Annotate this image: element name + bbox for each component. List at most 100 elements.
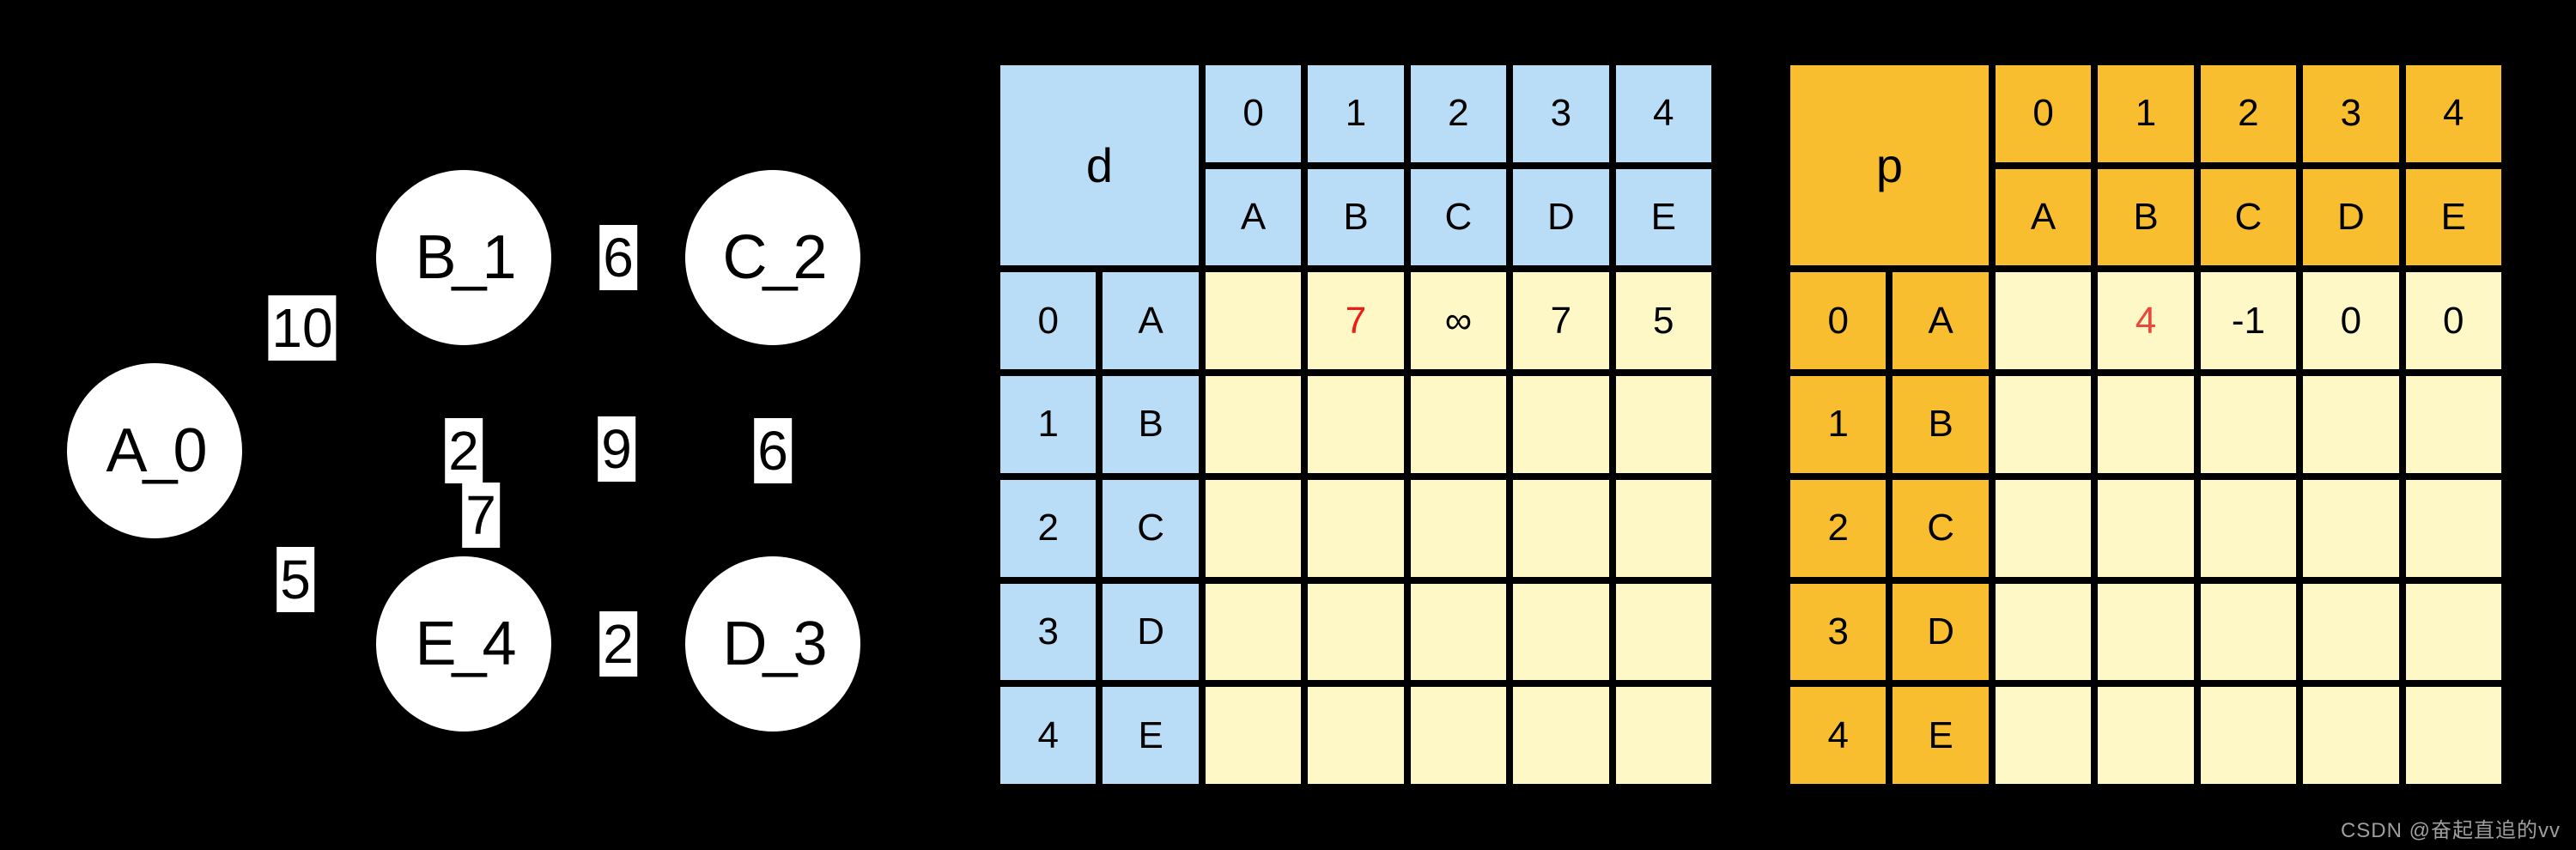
d-row-letter-header-a: A [1103,272,1199,370]
p-value-cell-r1-c3 [2303,376,2399,473]
p-row-letter-header-c: C [1893,479,1989,577]
d-col-index-header-3: 3 [1513,65,1609,162]
d-value-cell-r3-c2 [1410,583,1507,681]
d-value-cell-r2-c3 [1513,479,1609,577]
d-table-corner-label: d [1000,65,1199,266]
p-value-cell-r4-c3 [2303,687,2399,784]
d-value-cell-r4-c3 [1513,687,1609,784]
p-col-letter-header-b: B [2098,168,2194,266]
p-value-cell-r2-c1 [2098,479,2194,577]
watermark: CSDN @奋起直追的vv [2340,819,2561,842]
p-value-cell-r0-c0 [1995,272,2092,370]
p-row-index-header-2: 2 [1790,479,1886,577]
p-row-letter-header-d: D [1893,583,1989,681]
d-row-index-header-0: 0 [1000,272,1097,370]
p-row-index-header-0: 0 [1790,272,1886,370]
d-value-cell-r1-c4 [1615,376,1711,473]
d-row-index-header-2: 2 [1000,479,1097,577]
graph-node-e_4: E_4 [376,556,551,732]
d-col-letter-header-a: A [1205,168,1302,266]
d-value-cell-r4-c0 [1205,687,1302,784]
d-value-cell-r4-c2 [1410,687,1507,784]
p-row-letter-header-e: E [1893,687,1989,784]
d-row-index-header-3: 3 [1000,583,1097,681]
edge-weight-label: 9 [598,416,635,482]
d-value-cell-r1-c2 [1410,376,1507,473]
d-value-cell-r1-c1 [1308,376,1404,473]
p-col-index-header-3: 3 [2303,65,2399,162]
p-value-cell-r3-c0 [1995,583,2092,681]
p-value-cell-r2-c3 [2303,479,2399,577]
p-value-cell-r0-c2: -1 [2200,272,2297,370]
d-value-cell-r2-c4 [1615,479,1711,577]
d-row-index-header-1: 1 [1000,376,1097,473]
p-row-index-header-4: 4 [1790,687,1886,784]
d-col-index-header-4: 4 [1615,65,1711,162]
d-value-cell-r2-c1 [1308,479,1404,577]
p-col-index-header-1: 1 [2098,65,2194,162]
edge-weight-label: 2 [599,611,637,677]
p-col-letter-header-e: E [2405,168,2501,266]
d-value-cell-r3-c4 [1615,583,1711,681]
p-value-cell-r1-c1 [2098,376,2194,473]
d-value-cell-r2-c2 [1410,479,1507,577]
p-col-letter-header-a: A [1995,168,2092,266]
d-row-letter-header-d: D [1103,583,1199,681]
d-value-cell-r2-c0 [1205,479,1302,577]
p-value-cell-r0-c4: 0 [2405,272,2501,370]
p-value-cell-r1-c0 [1995,376,2092,473]
d-col-index-header-1: 1 [1308,65,1404,162]
d-value-cell-r1-c3 [1513,376,1609,473]
p-col-index-header-4: 4 [2405,65,2501,162]
d-value-cell-r0-c1: 7 [1308,272,1404,370]
edge-weight-label: 5 [276,547,314,612]
d-value-cell-r3-c3 [1513,583,1609,681]
p-value-cell-r2-c0 [1995,479,2092,577]
p-value-cell-r3-c3 [2303,583,2399,681]
p-value-cell-r2-c4 [2405,479,2501,577]
p-value-cell-r1-c4 [2405,376,2501,473]
edge-weight-label: 2 [445,418,483,483]
edge-weight-label: 6 [599,225,637,290]
graph-node-d_3: D_3 [685,556,860,732]
p-value-cell-r4-c0 [1995,687,2092,784]
p-col-letter-header-d: D [2303,168,2399,266]
d-value-cell-r4-c4 [1615,687,1711,784]
d-col-letter-header-d: D [1513,168,1609,266]
d-value-cell-r0-c2: ∞ [1410,272,1507,370]
d-col-letter-header-e: E [1615,168,1711,266]
p-value-cell-r4-c1 [2098,687,2194,784]
d-col-index-header-2: 2 [1410,65,1507,162]
p-col-index-header-2: 2 [2200,65,2297,162]
edge-weight-label: 6 [754,418,792,483]
d-row-letter-header-e: E [1103,687,1199,784]
p-row-letter-header-a: A [1893,272,1989,370]
d-col-letter-header-c: C [1410,168,1507,266]
p-row-index-header-1: 1 [1790,376,1886,473]
p-row-letter-header-b: B [1893,376,1989,473]
graph-node-b_1: B_1 [376,170,551,345]
graph-node-c_2: C_2 [685,170,860,345]
d-value-cell-r3-c1 [1308,583,1404,681]
d-row-letter-header-c: C [1103,479,1199,577]
d-value-cell-r4-c1 [1308,687,1404,784]
p-value-cell-r3-c2 [2200,583,2297,681]
p-value-cell-r3-c4 [2405,583,2501,681]
p-value-cell-r3-c1 [2098,583,2194,681]
p-col-letter-header-c: C [2200,168,2297,266]
d-value-cell-r3-c0 [1205,583,1302,681]
d-value-cell-r0-c4: 5 [1615,272,1711,370]
p-value-cell-r0-c3: 0 [2303,272,2399,370]
p-value-cell-r1-c2 [2200,376,2297,473]
d-row-letter-header-b: B [1103,376,1199,473]
p-value-cell-r2-c2 [2200,479,2297,577]
p-row-index-header-3: 3 [1790,583,1886,681]
edge-weight-label: 10 [268,295,337,361]
d-value-cell-r0-c3: 7 [1513,272,1609,370]
d-row-index-header-4: 4 [1000,687,1097,784]
edge-weight-label: 7 [462,483,500,548]
p-value-cell-r4-c2 [2200,687,2297,784]
